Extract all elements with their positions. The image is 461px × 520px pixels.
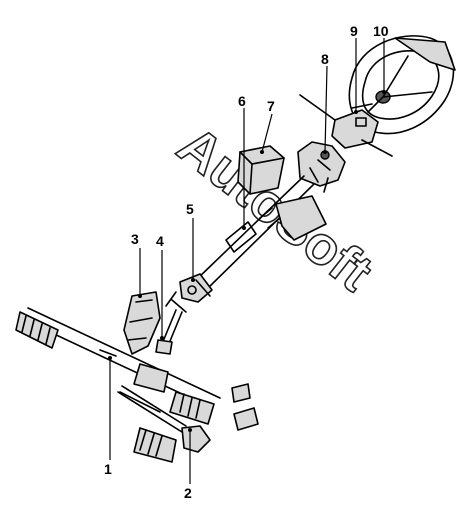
column-cover: [237, 145, 285, 195]
mounting-clamps: [231, 383, 259, 431]
callout-8: 8: [321, 51, 329, 67]
callout-5: 5: [186, 201, 194, 217]
universal-joint: [165, 273, 213, 313]
callout-6: 6: [238, 93, 246, 109]
callout-4: 4: [156, 233, 164, 249]
callout-2: 2: [184, 485, 192, 501]
steering-column: [195, 175, 327, 291]
steering-wheel: [348, 35, 456, 135]
leader-lines: [108, 38, 386, 484]
callout-3: 3: [131, 231, 139, 247]
column-boot: [123, 291, 161, 355]
combination-switch: [299, 94, 393, 157]
callout-7: 7: [267, 98, 275, 114]
tie-rod-end: [117, 385, 211, 463]
callout-1: 1: [104, 461, 112, 477]
callout-9: 9: [350, 23, 358, 39]
upper-column-bracket: [297, 141, 346, 193]
intermediate-shaft: [155, 309, 183, 355]
callout-10: 10: [373, 23, 389, 39]
steering-rack: [15, 307, 221, 425]
